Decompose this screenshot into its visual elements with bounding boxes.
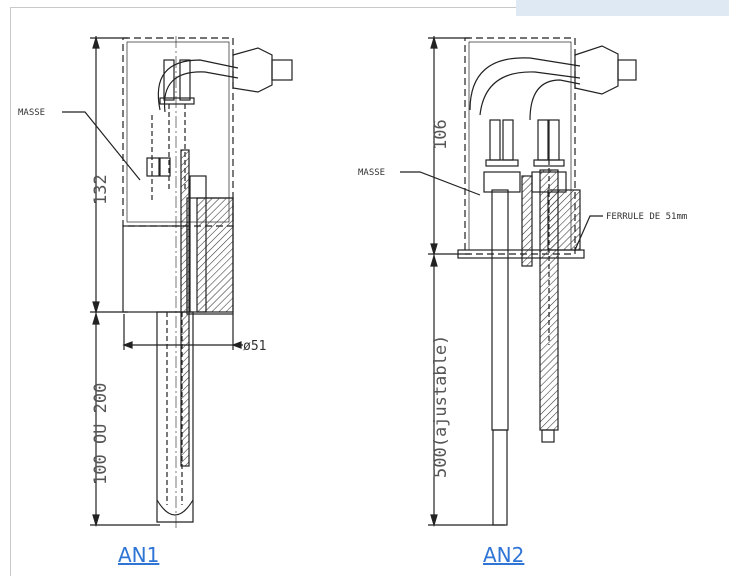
an1-drawing [62, 35, 293, 530]
an2-link[interactable]: AN2 [483, 543, 525, 567]
an2-masse-label: MASSE [358, 168, 385, 178]
an2-dim-106: 106 [431, 119, 451, 150]
content-frame [10, 7, 729, 576]
an1-link[interactable]: AN1 [118, 543, 160, 567]
an2-dim-500: 500(ajustable) [431, 335, 451, 478]
an1-labels: MASSE ø51 132 100 OU 200 [18, 108, 266, 485]
tab-strip [516, 0, 729, 16]
an1-dim-132: 132 [91, 174, 111, 205]
an2-labels: MASSE FERRULE DE 51mm 106 500(ajustable) [358, 119, 687, 478]
an1-diameter-label: ø51 [243, 339, 266, 354]
an1-dim-100-200: 100 OU 200 [91, 383, 111, 485]
an1-masse-label: MASSE [18, 108, 45, 118]
an2-drawing [400, 35, 637, 528]
an2-ferrule-label: FERRULE DE 51mm [606, 212, 687, 222]
